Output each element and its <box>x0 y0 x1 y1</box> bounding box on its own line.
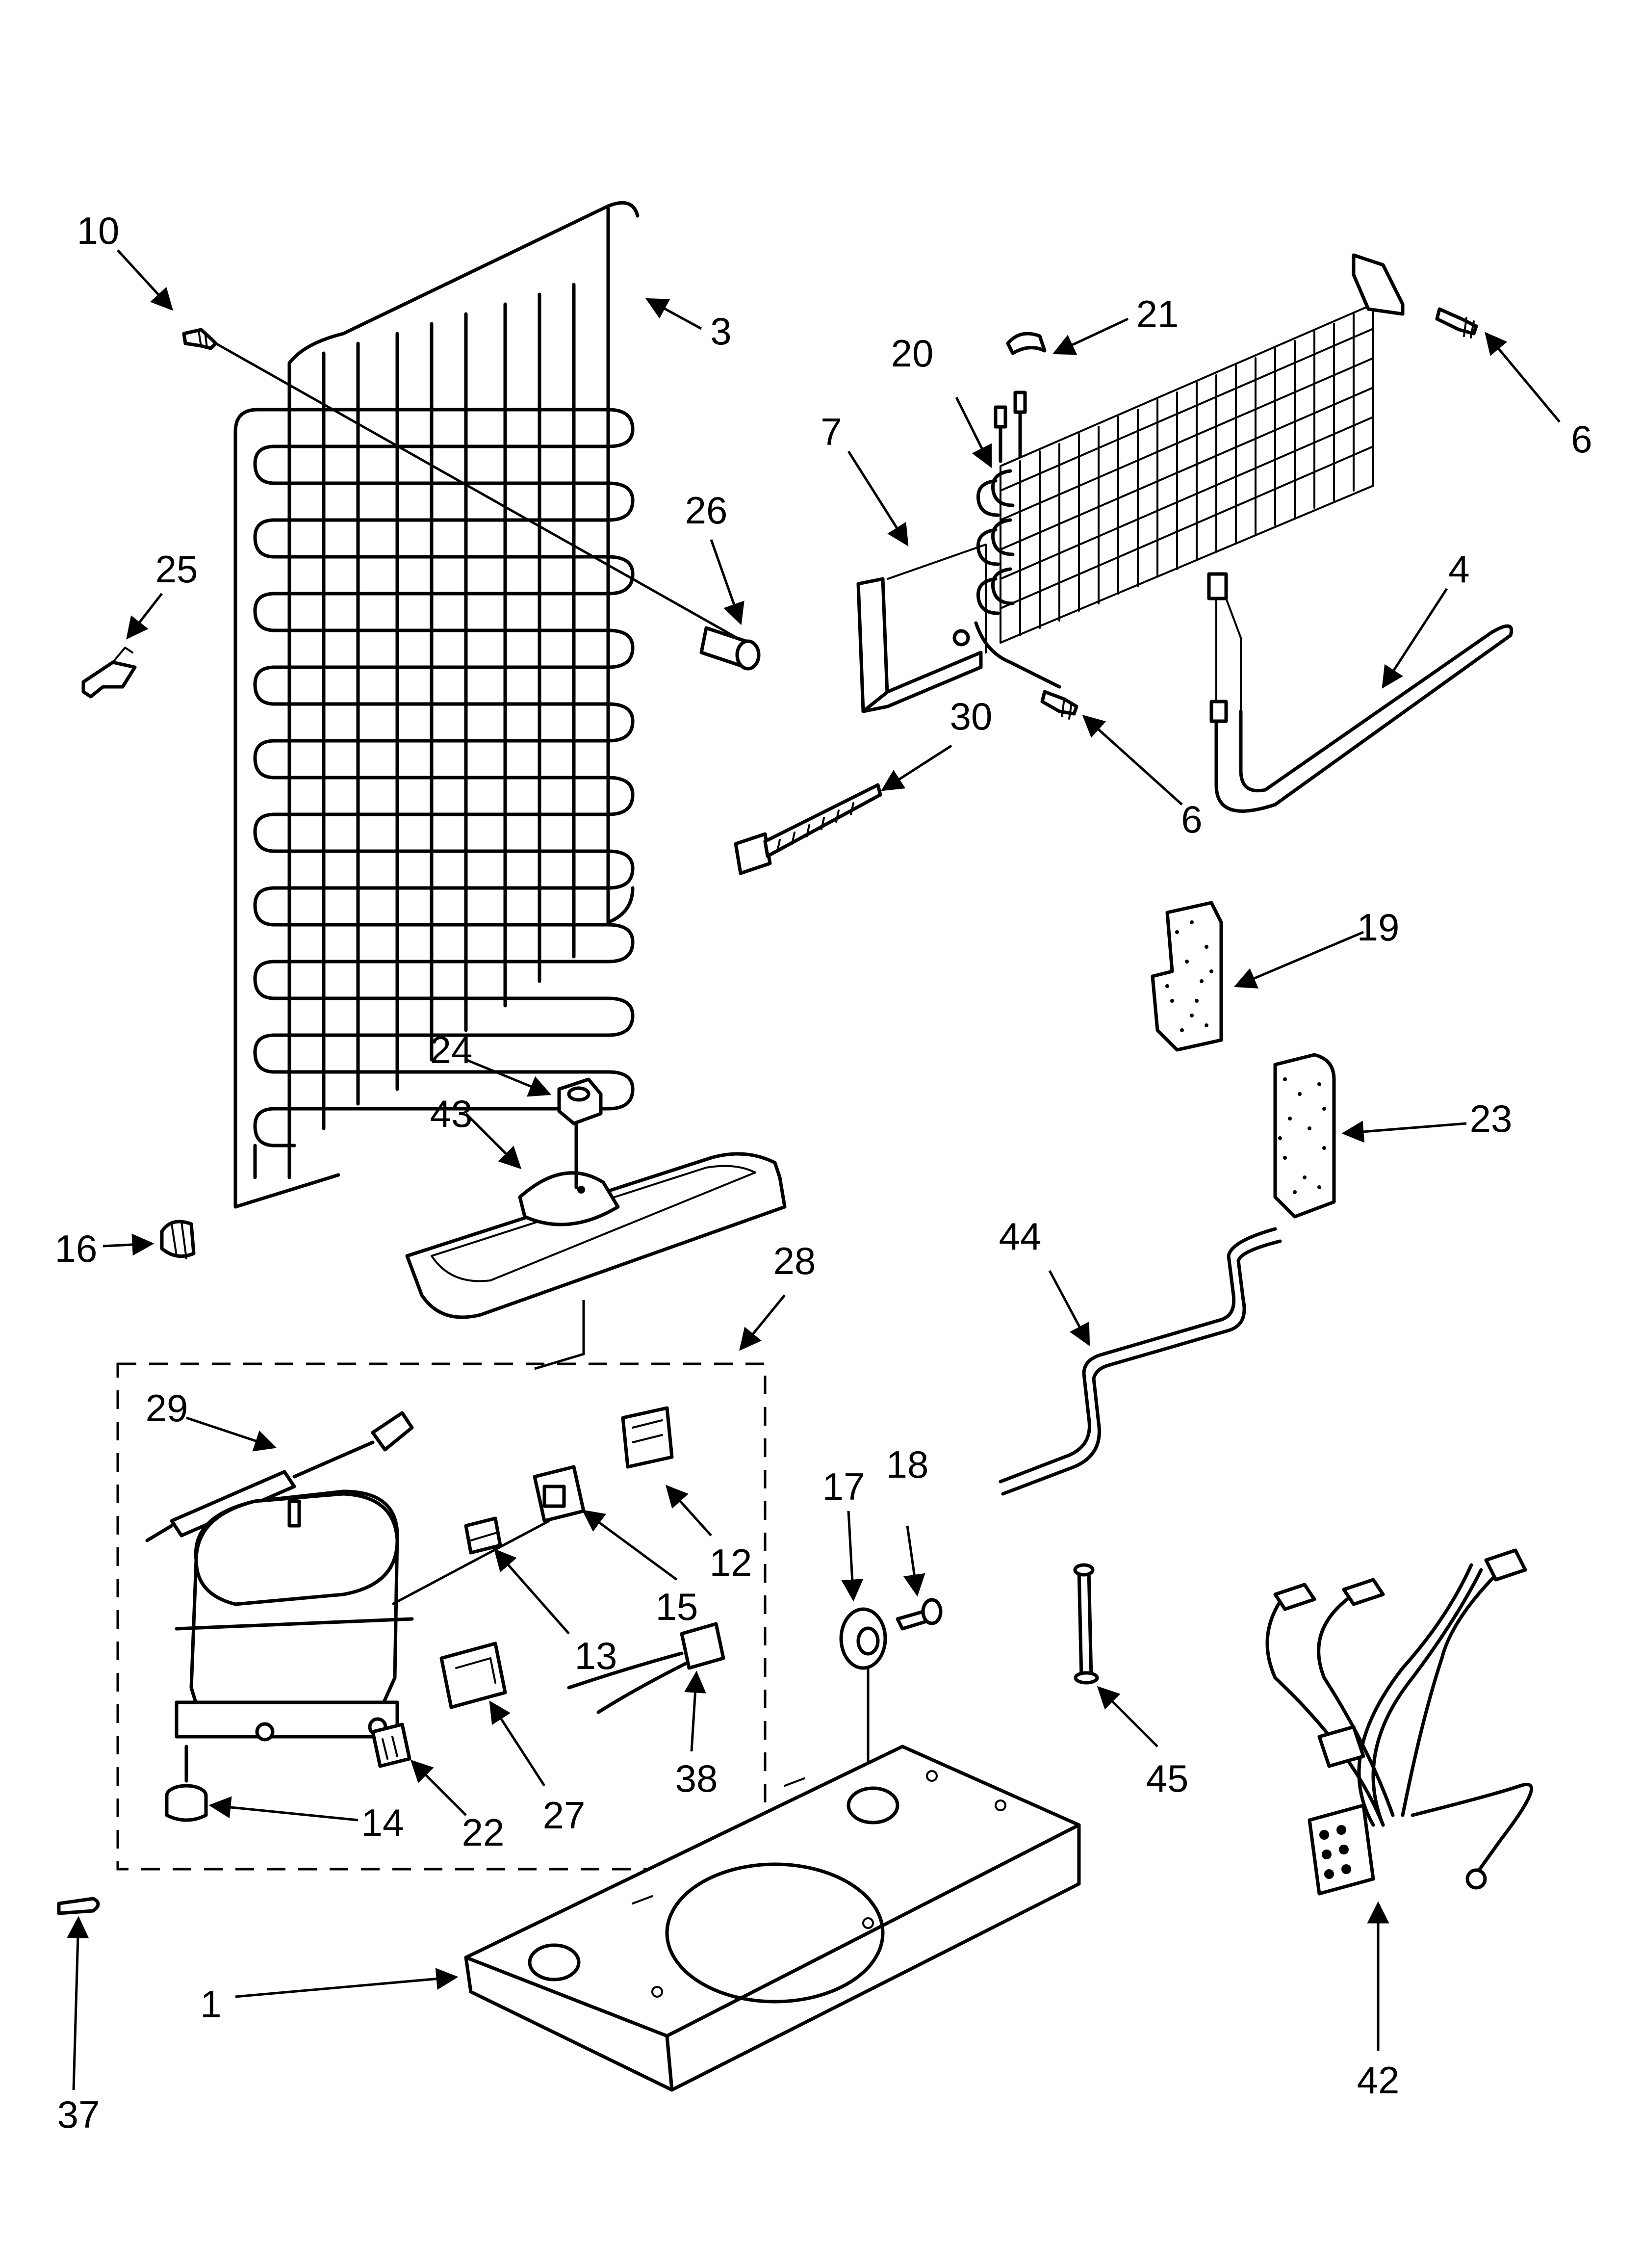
callout-14: 14 <box>361 1801 404 1844</box>
defrost-heater-4-icon <box>1207 572 1513 813</box>
callout-22: 22 <box>462 1811 505 1854</box>
plug-26-icon <box>699 626 761 671</box>
clip-37-icon <box>57 1897 100 1915</box>
callout-19: 19 <box>1357 906 1400 949</box>
foam-block-23-icon <box>1273 1053 1336 1219</box>
callout-45: 45 <box>1146 1757 1189 1800</box>
callout-16: 16 <box>54 1227 98 1270</box>
callout-28: 28 <box>773 1239 816 1282</box>
terminal-13-icon <box>464 1516 502 1555</box>
callout-29: 29 <box>145 1386 188 1430</box>
wiring-harness-icon <box>1265 1548 1533 1896</box>
callout-38: 38 <box>675 1757 718 1800</box>
compressor-kit-28-boundary <box>116 1362 767 1871</box>
clip-25-icon <box>81 647 137 699</box>
leader-arrows <box>67 249 1561 2090</box>
callout-24: 24 <box>430 1028 473 1071</box>
connector-22-icon <box>371 1722 411 1768</box>
callout-20: 20 <box>891 332 934 375</box>
overload-15-icon <box>533 1465 586 1523</box>
foam-block-19-icon <box>1151 901 1223 1052</box>
callout-23: 23 <box>1469 1097 1513 1140</box>
compressor-icon <box>165 1489 414 1822</box>
roller-17-icon <box>839 1607 887 1791</box>
callout-10: 10 <box>77 209 120 252</box>
callout-25: 25 <box>155 547 198 591</box>
screw-10-icon <box>182 328 746 644</box>
screw-6-upper-icon <box>1435 307 1478 339</box>
callout-44: 44 <box>999 1215 1042 1258</box>
callout-18: 18 <box>886 1443 929 1486</box>
screw-6-lower-icon <box>1040 690 1078 720</box>
callout-15: 15 <box>655 1585 698 1628</box>
callout-37: 37 <box>57 2093 100 2136</box>
clip-16-icon <box>160 1220 196 1259</box>
evaporator-icon <box>856 253 1405 713</box>
callout-43: 43 <box>430 1092 473 1135</box>
callout-6-lower: 6 <box>1181 798 1203 841</box>
wire-lead-line <box>391 1519 550 1606</box>
callout-21: 21 <box>1136 292 1179 336</box>
cover-27-icon <box>439 1642 507 1709</box>
relay-12-icon <box>621 1406 674 1469</box>
callout-17: 17 <box>822 1465 865 1508</box>
callout-42: 42 <box>1357 2059 1400 2102</box>
callout-12: 12 <box>709 1541 752 1584</box>
machine-compartment-base-icon <box>464 1745 1081 2092</box>
drain-tube-44-icon <box>999 1227 1282 1496</box>
harness-38-icon <box>567 1622 725 1714</box>
callout-27: 27 <box>542 1794 586 1837</box>
callout-4: 4 <box>1448 547 1470 591</box>
callout-3: 3 <box>710 310 732 353</box>
drain-pan-43-icon <box>405 1077 787 1370</box>
callout-7: 7 <box>821 410 842 453</box>
callout-13: 13 <box>574 1634 617 1677</box>
filter-drier-29-icon <box>145 1411 414 1542</box>
callout-30: 30 <box>949 695 993 738</box>
callout-6-upper: 6 <box>1571 417 1592 461</box>
callout-1: 1 <box>200 1982 222 2026</box>
cable-tie-30-icon <box>734 783 882 875</box>
callout-26: 26 <box>685 489 728 532</box>
rod-45-icon <box>1073 1563 1099 1685</box>
screw-18-icon <box>896 1598 943 1631</box>
